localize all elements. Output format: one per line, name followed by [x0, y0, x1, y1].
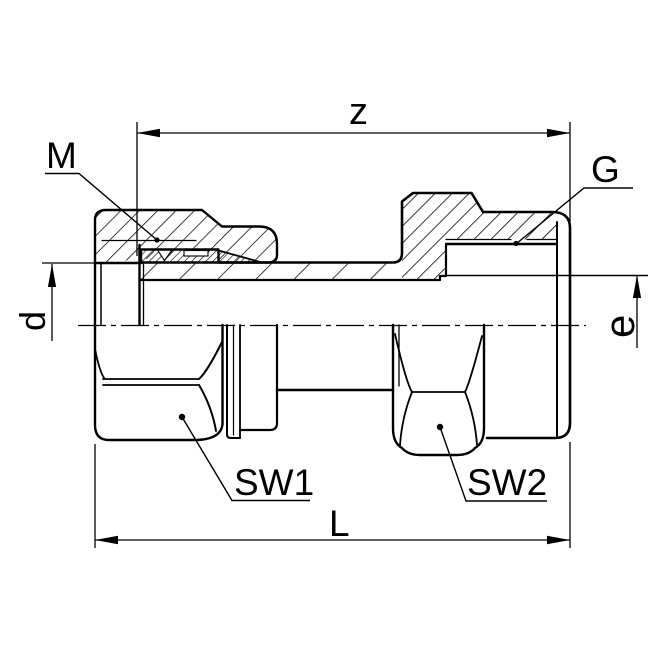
sw1-chamfer-curve-right-down — [198, 384, 217, 432]
sw2-chamfer-curve-left-down — [399, 391, 413, 446]
wrench-label-sw2: SW2 — [467, 462, 547, 503]
arrow-z-right — [547, 128, 570, 138]
sw1-chamfer-curve-right-up — [198, 341, 223, 380]
leader-sw1 — [181, 416, 310, 502]
sw1-chamfer-curve-left — [94, 348, 106, 380]
labels: z M G d e SW1 SW2 L — [12, 91, 643, 544]
leader-dot-sw2 — [436, 423, 444, 431]
washer-outline — [226, 324, 241, 439]
dim-label-l: L — [329, 503, 350, 544]
arrow-d-up — [47, 264, 57, 287]
dimensions — [42, 122, 648, 548]
dim-label-z: z — [349, 91, 368, 133]
thread-label-g: G — [591, 149, 620, 190]
leader-sw2 — [439, 426, 547, 502]
arrow-l-right — [547, 535, 570, 545]
leader-lines — [45, 172, 633, 502]
body-outer-profile — [137, 191, 572, 440]
collar-outline — [238, 323, 279, 432]
sw2-chamfer-curve-right-up — [464, 335, 483, 393]
sw2-chamfer-curve-right-down — [464, 391, 478, 446]
thread-label-m: M — [46, 135, 77, 176]
bore-line — [139, 242, 448, 282]
body-section — [402, 193, 557, 280]
arrow-z-left — [137, 128, 160, 138]
outlines — [93, 191, 572, 457]
leader-m — [45, 172, 158, 241]
stem-wall-section — [141, 263, 402, 280]
leader-g — [515, 187, 633, 245]
leader-dot-sw1 — [178, 413, 186, 421]
sw1-hex-outline — [93, 323, 224, 442]
dim-label-d: d — [12, 311, 53, 331]
sw2-hex-outline — [391, 323, 486, 457]
dimension-arrowheads — [47, 128, 642, 545]
wrench-label-sw1: SW1 — [234, 462, 314, 503]
arrow-l-left — [95, 535, 118, 545]
swivel-nut-outline — [93, 208, 279, 265]
leader-dot-m — [154, 237, 160, 243]
leader-dots — [154, 237, 519, 431]
thread-runout-slot — [183, 249, 209, 257]
leader-dot-g — [513, 240, 519, 247]
arrow-e-up — [632, 275, 642, 298]
dim-label-e: e — [596, 315, 643, 338]
cutting-ring-taper — [214, 248, 263, 264]
sw2-chamfer-curve-left-up — [394, 333, 413, 393]
section-hatching — [95, 193, 557, 280]
